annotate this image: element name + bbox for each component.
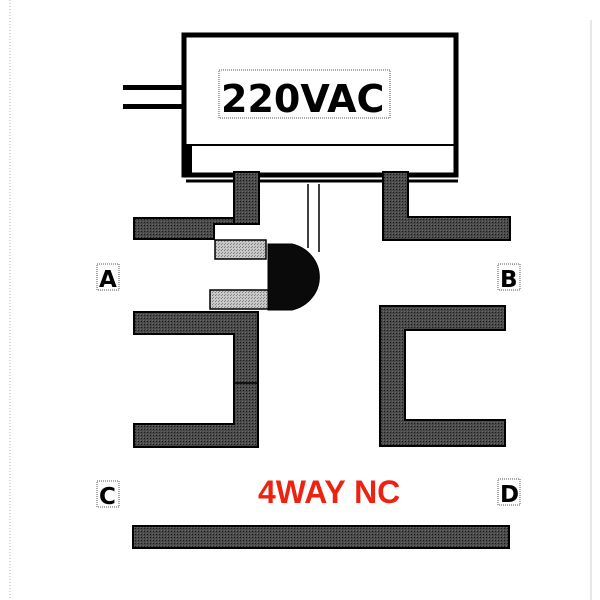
plunger-head: [267, 243, 320, 311]
power-wire-bottom: [123, 104, 220, 109]
svg-text:D: D: [500, 482, 519, 508]
valve-seat-bottom: [209, 289, 272, 310]
valve-seat-top: [214, 239, 267, 260]
voltage-label: 220VAC: [221, 77, 384, 121]
svg-text:B: B: [500, 267, 518, 293]
power-wire-top: [123, 85, 220, 90]
valve-body-upper-right: [382, 171, 511, 241]
valve-body-bottom-bar: [132, 525, 510, 549]
valve-type-label: 4WAY NC: [258, 474, 400, 510]
port-label-d: D: [497, 478, 521, 508]
port-label-b: B: [497, 263, 521, 293]
voltage-label-frame: [218, 69, 391, 119]
plunger-rod: [307, 184, 320, 252]
svg-text:C: C: [99, 484, 116, 510]
valve-body-lower-left: [133, 311, 259, 448]
svg-text:A: A: [99, 267, 117, 293]
valve-body-lower-right: [379, 305, 506, 447]
port-label-a: A: [96, 263, 120, 293]
valve-body-upper-left-stem: [233, 171, 260, 225]
port-label-c: C: [96, 480, 120, 510]
